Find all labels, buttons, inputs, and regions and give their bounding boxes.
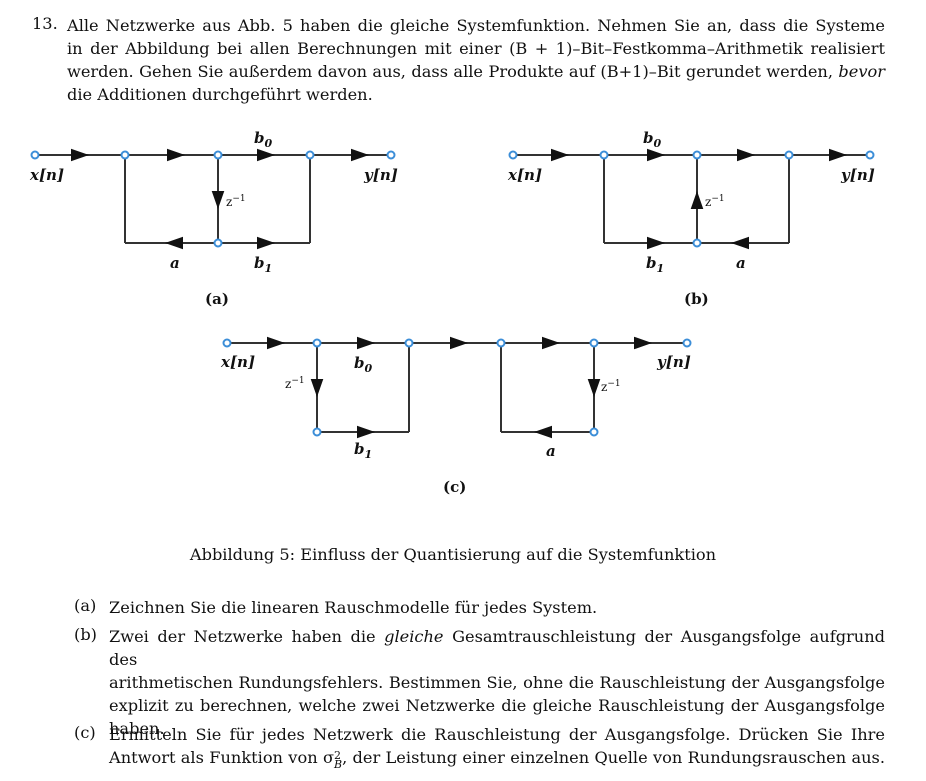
question-c-label: (c) xyxy=(74,723,96,742)
figure-caption: Abbildung 5: Einfluss der Quantisierung … xyxy=(189,545,717,564)
intro-line-1: Alle Netzwerke aus Abb. 5 haben die glei… xyxy=(67,16,885,35)
panel-b-label: (b) xyxy=(684,290,709,308)
panel-c-a-label: a xyxy=(546,442,556,460)
question-b-line-1-a: Zwei der Netzwerke haben die xyxy=(109,627,376,646)
sigma-subscript: B xyxy=(334,757,343,771)
panel-b-delay-label: z−1 xyxy=(705,194,725,209)
panel-a-label: (a) xyxy=(205,290,229,308)
panel-a-output-label: y[n] xyxy=(363,166,398,184)
question-b-line-4: haben. xyxy=(109,719,165,738)
panel-a-delay-label: z−1 xyxy=(226,194,246,209)
panel-c-delay1-label: z−1 xyxy=(285,376,305,391)
problem-number: 13. xyxy=(32,14,58,33)
signal-flow-figure: x[n] y[n] b0 b1 a z−1 (a) x[n] y[n] b0 b… xyxy=(29,129,875,496)
intro-line-2: in der Abbildung bei allen Berechnungen … xyxy=(67,39,885,58)
panel-a-graph xyxy=(35,148,391,250)
panel-b-b0-label: b0 xyxy=(643,129,662,150)
panel-a-a-label: a xyxy=(170,254,180,272)
panel-b-output-label: y[n] xyxy=(840,166,875,184)
panel-c-input-label: x[n] xyxy=(220,353,255,371)
panel-b-a-label: a xyxy=(736,254,746,272)
panel-c-b1-label: b1 xyxy=(354,440,372,461)
panel-c-b0-label: b0 xyxy=(354,354,373,375)
question-b-line-1: Zwei der Netzwerke haben die gleiche Ges… xyxy=(109,625,885,671)
problem-intro: Alle Netzwerke aus Abb. 5 haben die glei… xyxy=(67,14,885,106)
question-a-text: Zeichnen Sie die linearen Rauschmodelle … xyxy=(109,598,598,617)
question-b-emphasis: gleiche xyxy=(384,627,444,646)
sigma-superscript: 2 xyxy=(334,748,341,762)
panel-b-graph xyxy=(513,148,870,250)
panel-c-delay2-label: z−1 xyxy=(601,379,621,394)
panel-a-b0-label: b0 xyxy=(254,129,273,150)
intro-emphasis: bevor xyxy=(838,62,885,81)
question-c-line-1: Ermitteln Sie für jedes Netzwerk die Rau… xyxy=(109,725,885,744)
panel-a-b1-label: b1 xyxy=(254,254,272,275)
intro-line-3: werden. Gehen Sie außerdem davon aus, da… xyxy=(67,60,885,83)
question-b-line-3: explizit zu berechnen, welche zwei Netzw… xyxy=(109,696,885,715)
intro-line-4: die Additionen durchgeführt werden. xyxy=(67,85,373,104)
question-c-line-2-b: , der Leistung einer einzelnen Quelle vo… xyxy=(342,748,886,767)
panel-c-label: (c) xyxy=(443,478,466,496)
graph-nodes xyxy=(30,150,875,437)
intro-line-3-text: werden. Gehen Sie außerdem davon aus, da… xyxy=(67,62,833,81)
question-b-label: (b) xyxy=(74,625,97,644)
question-c-line-2-a: Antwort als Funktion von σ xyxy=(109,748,334,767)
panel-b-b1-label: b1 xyxy=(646,254,664,275)
question-b-line-1-b: Gesamtrauschleistung der Ausgangsfolge a… xyxy=(109,627,886,669)
panel-c-output-label: y[n] xyxy=(656,353,691,371)
panel-a-input-label: x[n] xyxy=(29,166,64,184)
question-b-text: Zwei der Netzwerke haben die gleiche Ges… xyxy=(109,625,885,740)
question-a-label: (a) xyxy=(74,596,97,615)
question-c-text: Ermitteln Sie für jedes Netzwerk die Rau… xyxy=(109,723,886,771)
panel-c-graph xyxy=(227,336,687,439)
question-b-line-2: arithmetischen Rundungsfehlers. Bestimme… xyxy=(109,673,885,692)
panel-b-input-label: x[n] xyxy=(507,166,542,184)
